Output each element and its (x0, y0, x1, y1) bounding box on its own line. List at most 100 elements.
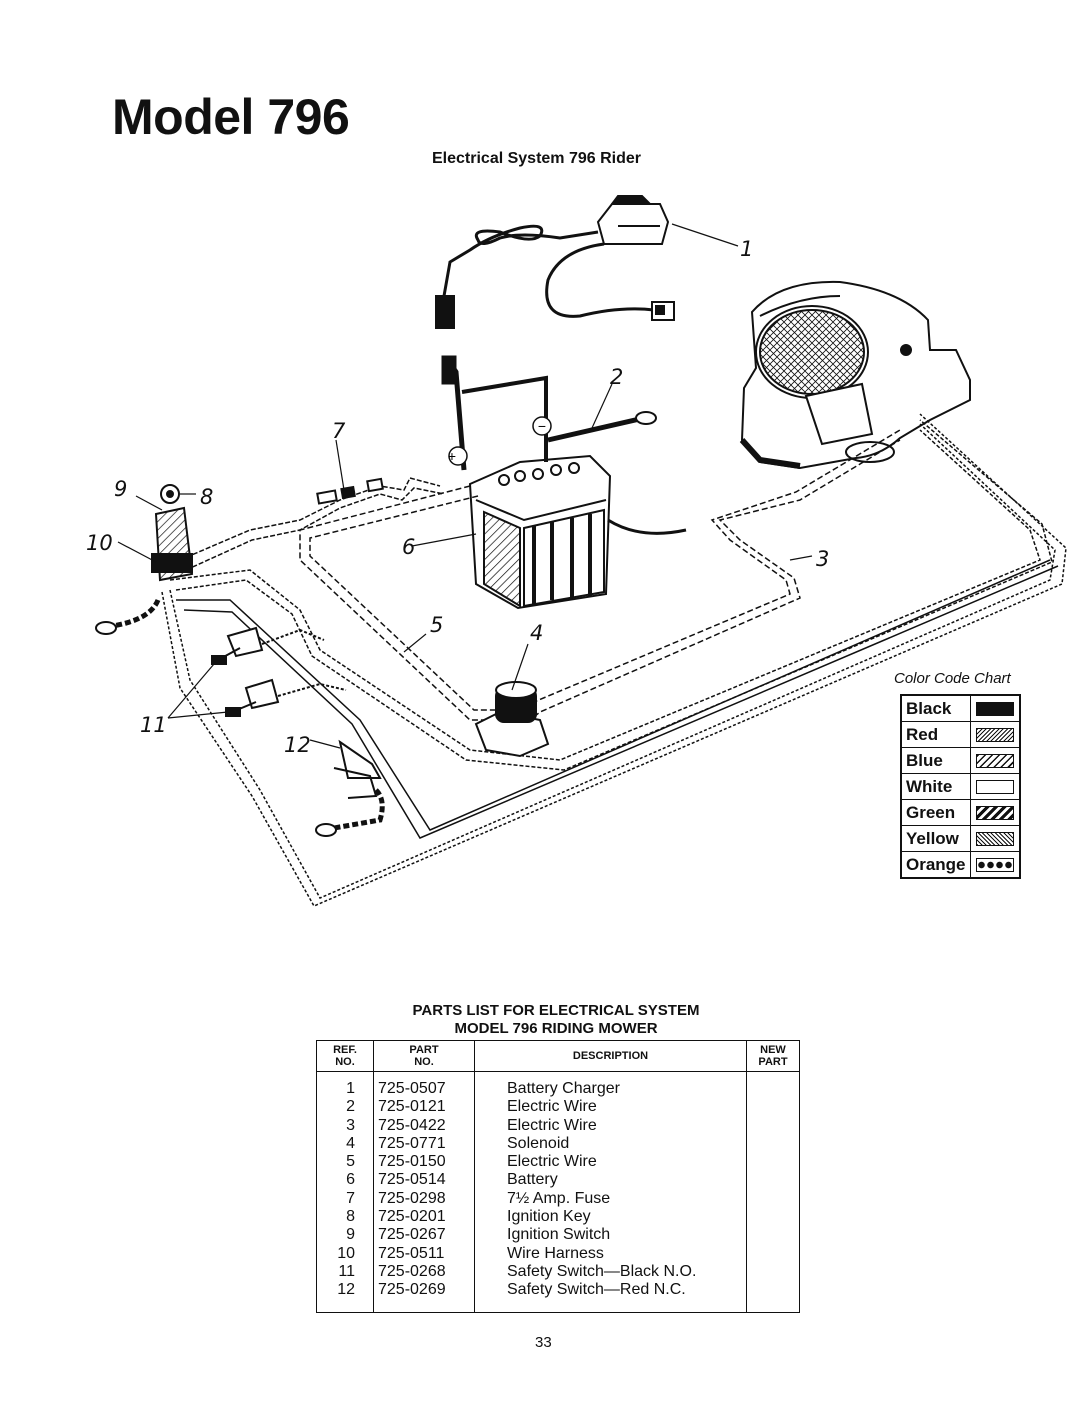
cell-desc: Electric Wire (474, 1116, 747, 1135)
solenoid (474, 681, 550, 758)
cell-ref: 11 (316, 1262, 374, 1282)
fuse (316, 477, 384, 505)
color-chart-title: Color Code Chart (894, 670, 1011, 687)
cell-desc: 7½ Amp. Fuse (474, 1189, 747, 1209)
callout-10: 10 (86, 531, 113, 555)
header-ref-no: REF.NO. (316, 1040, 374, 1072)
color-chart-row: Green (900, 799, 1021, 826)
cell-desc: Ignition Switch (474, 1226, 747, 1245)
color-chart-row: Orange (900, 851, 1021, 879)
cell-ref: 1 (316, 1071, 374, 1099)
safety-switch-nc (315, 739, 385, 837)
cell-desc: Safety Switch—Black N.O. (474, 1262, 747, 1282)
cell-newpart (746, 1098, 800, 1117)
cell-newpart (746, 1262, 800, 1282)
engine (739, 280, 971, 470)
red-swatch (975, 728, 1014, 743)
cell-ref: 5 (316, 1153, 374, 1172)
callout-6: 6 (402, 535, 415, 559)
color-chart-row: White (900, 773, 1021, 800)
cell-partno: 725-0514 (373, 1171, 475, 1190)
cell-partno: 725-0507 (373, 1071, 475, 1099)
page-title: Model 796 (112, 89, 350, 145)
parts-list-heading: PARTS LIST FOR ELECTRICAL SYSTEM (412, 1002, 700, 1019)
callout-4: 4 (530, 621, 543, 645)
negative-terminal-label: − (538, 418, 546, 434)
cell-ref: 12 (316, 1281, 374, 1313)
battery-charger (435, 195, 675, 329)
cell-ref: 10 (316, 1244, 374, 1263)
wire-harness (161, 413, 1067, 907)
color-name: Yellow (900, 825, 971, 852)
cell-desc: Safety Switch—Red N.C. (474, 1281, 747, 1313)
cell-ref: 3 (316, 1116, 374, 1135)
cell-desc: Battery (474, 1171, 747, 1190)
cell-partno: 725-0121 (373, 1098, 475, 1117)
cell-ref: 4 (316, 1134, 374, 1154)
callout-11: 11 (140, 713, 167, 737)
safety-switches (211, 626, 347, 717)
cell-ref: 7 (316, 1189, 374, 1209)
white-swatch (975, 780, 1014, 795)
callout-1: 1 (740, 237, 753, 261)
callout-2: 2 (610, 365, 623, 389)
yellow-swatch (975, 832, 1014, 847)
callout-7: 7 (332, 419, 346, 443)
cell-ref: 9 (316, 1226, 374, 1245)
green-swatch (975, 806, 1014, 821)
battery-cables (441, 355, 657, 471)
cell-partno: 725-0298 (373, 1189, 475, 1209)
callout-3: 3 (816, 547, 829, 571)
callout-5: 5 (430, 613, 443, 637)
blue-swatch (975, 754, 1014, 769)
cell-newpart (746, 1171, 800, 1190)
color-name: Orange (900, 851, 971, 879)
orange-swatch (975, 858, 1014, 873)
cell-partno: 725-0268 (373, 1262, 475, 1282)
cell-newpart (746, 1189, 800, 1209)
cell-partno: 725-0511 (373, 1244, 475, 1263)
cell-partno: 725-0150 (373, 1153, 475, 1172)
color-name: Black (900, 694, 971, 722)
cell-desc: Electric Wire (474, 1098, 747, 1117)
cell-desc: Wire Harness (474, 1244, 747, 1263)
cell-desc: Electric Wire (474, 1153, 747, 1172)
cell-desc: Solenoid (474, 1134, 747, 1154)
color-code-chart: Black Red Blue White Green Yellow Orange (900, 694, 1021, 879)
color-name: White (900, 773, 971, 800)
cell-newpart (746, 1226, 800, 1245)
cell-newpart (746, 1134, 800, 1154)
color-chart-row: Red (900, 721, 1021, 748)
cell-newpart (746, 1116, 800, 1135)
leader-lines (117, 223, 813, 749)
page-number: 33 (535, 1334, 552, 1351)
callout-8: 8 (200, 485, 213, 509)
cell-partno: 725-0267 (373, 1226, 475, 1245)
cell-desc: Ignition Key (474, 1208, 747, 1227)
callout-12: 12 (284, 733, 311, 757)
color-chart-row: Blue (900, 747, 1021, 774)
cell-ref: 2 (316, 1098, 374, 1117)
cell-desc: Battery Charger (474, 1071, 747, 1099)
parts-list-subheading: MODEL 796 RIDING MOWER (454, 1020, 658, 1037)
cell-newpart (746, 1071, 800, 1099)
cell-newpart (746, 1208, 800, 1227)
cell-partno: 725-0201 (373, 1208, 475, 1227)
black-swatch (975, 702, 1014, 717)
cell-partno: 725-0269 (373, 1281, 475, 1313)
ignition-switch (95, 484, 194, 635)
